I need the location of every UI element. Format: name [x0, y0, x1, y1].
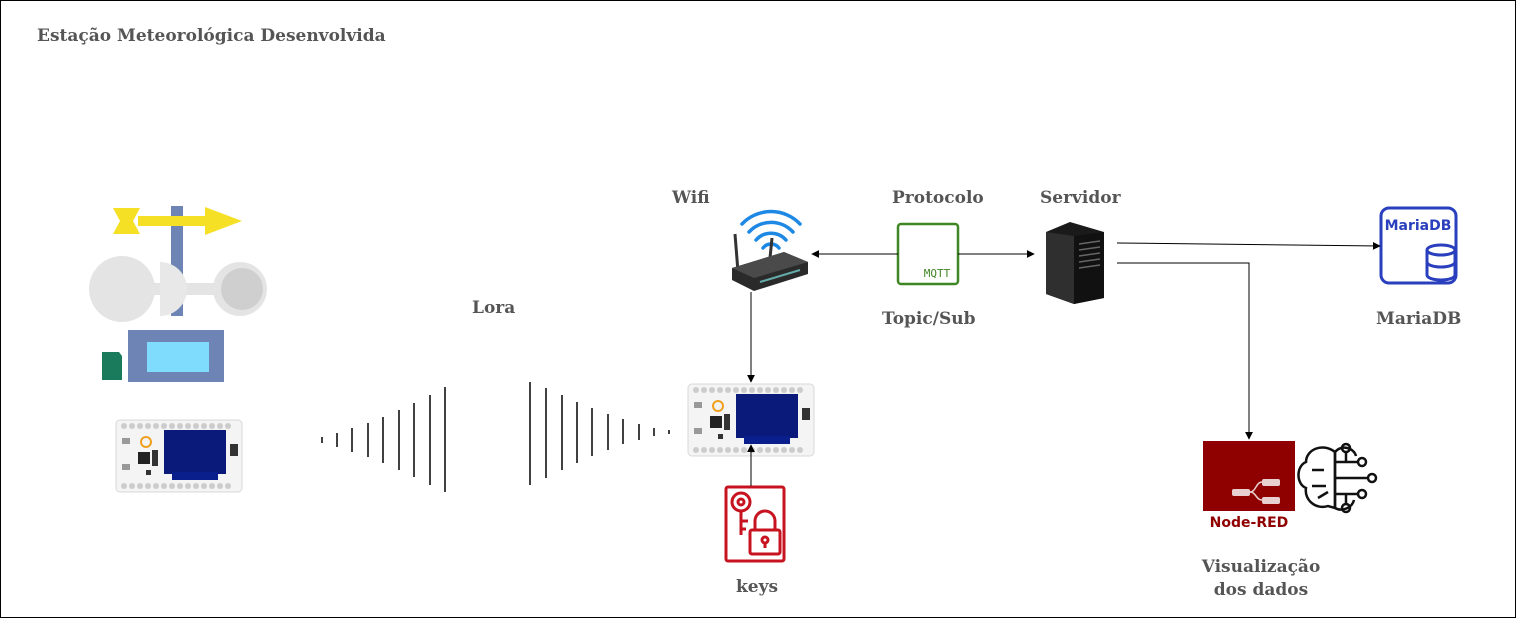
visualizacao-line1: Visualização: [1201, 557, 1321, 577]
mariadb-label: MariaDB: [1376, 309, 1462, 329]
wifi-router-icon: [732, 209, 808, 291]
topic-sub-label: Topic/Sub: [882, 309, 976, 329]
mariadb-logo-text: MariaDB: [1385, 218, 1452, 234]
mqtt-logo-text: MQTT: [924, 267, 951, 280]
wifi-label: Wifi: [672, 188, 710, 208]
visualizacao-line2: dos dados: [1213, 580, 1309, 600]
left-lora-board-icon: [115, 419, 243, 493]
weather-station-icon: [89, 206, 267, 382]
mariadb-icon: [1379, 206, 1458, 285]
keys-lock-icon: [724, 485, 786, 563]
server-mariadb-connector: [1116, 241, 1381, 250]
visualizacao-label: Visualização dos dados: [1196, 556, 1326, 602]
node-red-logo-text: Node-RED: [1210, 515, 1289, 531]
protocolo-label: Protocolo: [892, 188, 984, 208]
node-red-icon: [1203, 441, 1295, 511]
server-nodered-connector: [1117, 262, 1253, 440]
connectors: [747, 241, 1381, 486]
diagram-title: Estação Meteorológica Desenvolvida: [37, 26, 386, 46]
server-icon: [1046, 222, 1104, 304]
lora-label: Lora: [472, 298, 516, 318]
lora-signal-icon: [321, 382, 670, 492]
servidor-label: Servidor: [1040, 188, 1121, 208]
ai-brain-icon: [1297, 442, 1378, 514]
keys-label: keys: [736, 577, 779, 597]
